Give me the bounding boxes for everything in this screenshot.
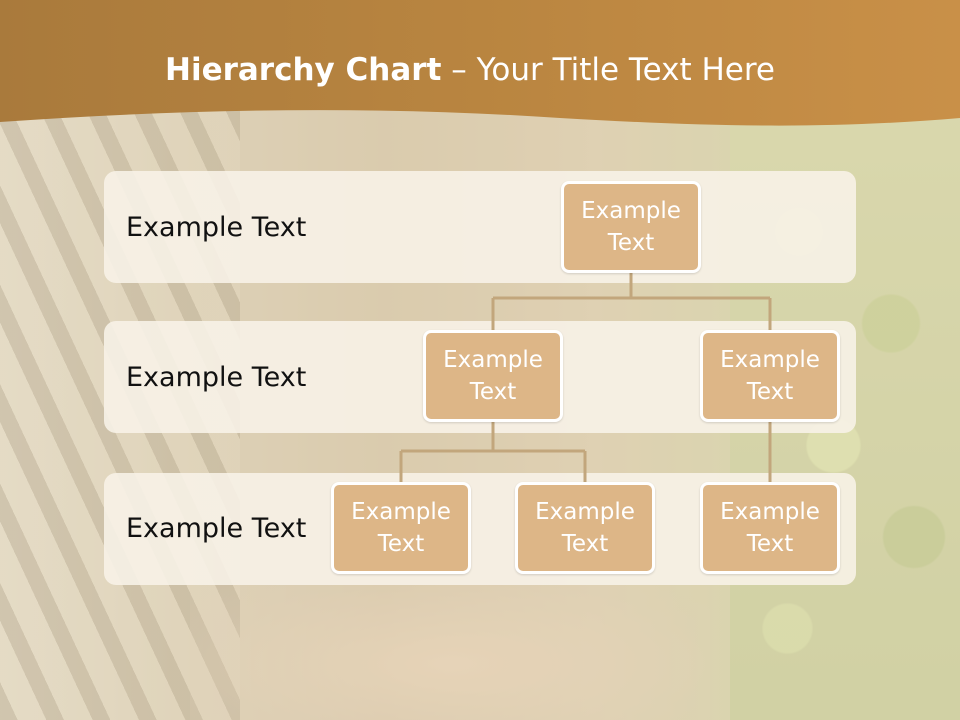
node-level2-left[interactable]: Example Text bbox=[423, 330, 563, 422]
node-level2-left-label: Example Text bbox=[443, 346, 543, 405]
node-level3-a-label: Example Text bbox=[351, 498, 451, 557]
node-level3-c[interactable]: Example Text bbox=[700, 482, 840, 574]
node-level2-right[interactable]: Example Text bbox=[700, 330, 840, 422]
title-bold: Hierarchy Chart bbox=[165, 52, 442, 88]
node-level2-right-label: Example Text bbox=[720, 346, 820, 405]
row-label-2: Example Text bbox=[126, 362, 307, 393]
row-label-3: Example Text bbox=[126, 513, 307, 544]
slide-title: Hierarchy Chart – Your Title Text Here bbox=[0, 52, 940, 88]
title-rest: – Your Title Text Here bbox=[441, 52, 775, 88]
title-banner bbox=[0, 0, 960, 126]
node-root[interactable]: Example Text bbox=[561, 181, 701, 273]
node-level3-b-label: Example Text bbox=[535, 498, 635, 557]
node-root-label: Example Text bbox=[581, 197, 681, 256]
node-level3-a[interactable]: Example Text bbox=[331, 482, 471, 574]
connector-left-to-level3 bbox=[399, 422, 587, 482]
connector-root-to-level2 bbox=[491, 273, 772, 330]
row-band-1 bbox=[104, 171, 856, 283]
node-level3-b[interactable]: Example Text bbox=[515, 482, 655, 574]
node-level3-c-label: Example Text bbox=[720, 498, 820, 557]
background-figure bbox=[190, 580, 710, 720]
row-label-1: Example Text bbox=[126, 212, 307, 243]
